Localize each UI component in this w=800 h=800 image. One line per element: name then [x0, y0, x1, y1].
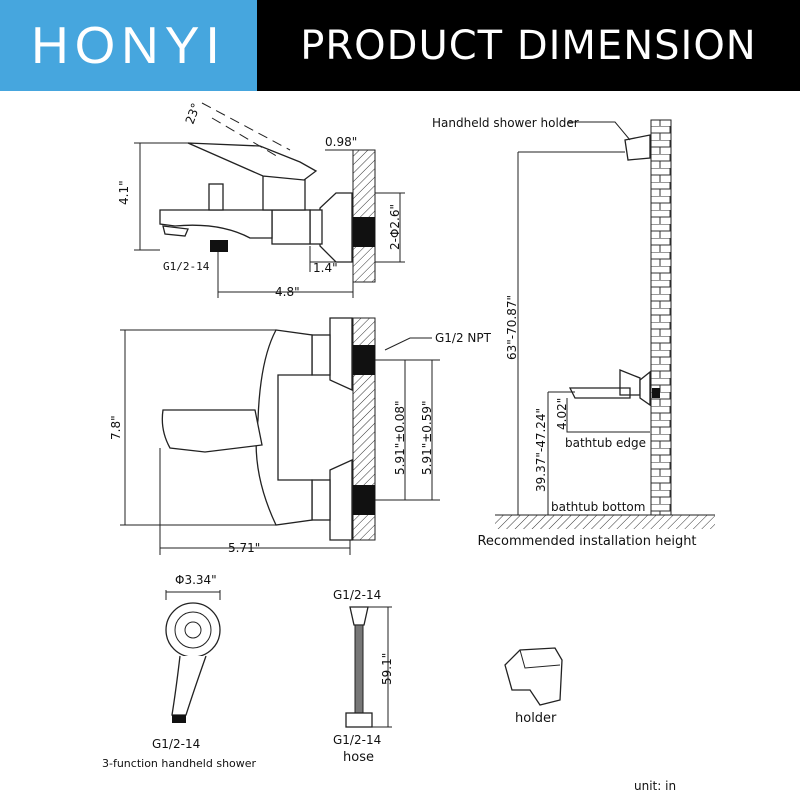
hose-thread-top: G1/2-14: [333, 588, 381, 602]
hose-length-label: 59.1": [380, 653, 394, 685]
dim-offset: [309, 246, 353, 272]
width-label: 5.71": [228, 541, 260, 555]
side-view: 23° 0.98" 4.1" 2-Φ2.6" G1/2-14 1.4" 4.8": [117, 101, 405, 299]
hose-caption: hose: [343, 750, 374, 765]
dim-height: [134, 142, 188, 251]
center-distance-2: 5.91"±0.59": [420, 400, 434, 475]
installation-caption: Recommended installation height: [477, 534, 696, 549]
dim-lines-front: [120, 329, 351, 555]
lever-handle: [187, 142, 318, 181]
hose: G1/2-14 59.1" G1/2-14 hose: [333, 588, 394, 765]
shower-head: [165, 602, 221, 658]
edge-gap-label: 4.02": [555, 398, 569, 430]
shower-diameter-label: Φ3.34": [175, 573, 217, 587]
front-height-label: 7.8": [109, 415, 123, 440]
center-distance-1: 5.91"±0.08": [393, 400, 407, 475]
bathtub-bottom-label: bathtub bottom: [551, 500, 645, 514]
spout-tip: [162, 225, 189, 237]
outlet-thread-label: G1/2-14: [163, 260, 210, 273]
dim-wall: [325, 149, 405, 263]
offset-label: 1.4": [313, 261, 338, 275]
inlet-bottom: [353, 485, 375, 515]
spout: [159, 209, 273, 239]
inlet-thread-label: G1/2 NPT: [435, 331, 492, 345]
nut-top: [311, 334, 331, 376]
faucet-height-label: 39.37"-47.24": [534, 408, 548, 492]
hose-top-fitting: [349, 606, 369, 626]
hex-nut: [309, 209, 323, 245]
thread-dia-label: 2-Φ2.6": [388, 204, 402, 250]
hose-thread-bottom: G1/2-14: [333, 733, 381, 747]
wall-section: [352, 149, 376, 283]
inlet-top: [353, 345, 375, 375]
wall-plate-label: 0.98": [325, 135, 357, 149]
installation-diagram: Handheld shower holder 63"-70.87" 4.02" …: [432, 116, 715, 549]
flanges: [329, 317, 353, 541]
body-front: [255, 329, 313, 526]
nut-bottom: [311, 479, 331, 521]
faucet-install: [568, 369, 641, 399]
cartridge-body: [262, 175, 306, 211]
holder-height-label: 63"-70.87": [505, 295, 519, 360]
dim-depth: [217, 252, 354, 298]
dim-faucet-height: [547, 391, 650, 515]
body-block: [271, 209, 311, 245]
hose-bottom-fitting: [345, 712, 373, 728]
wall-thread: [353, 217, 375, 247]
brand-logo: HONYI: [0, 0, 257, 91]
shower-caption: 3-function handheld shower: [102, 757, 257, 770]
dim-centers: [375, 337, 440, 501]
holder-leader: [568, 121, 631, 141]
holder-label: Handheld shower holder: [432, 116, 579, 130]
floor: [495, 515, 715, 529]
angle-label: 23°: [183, 101, 203, 126]
height-label: 4.1": [117, 180, 131, 205]
handheld-shower: Φ3.34" G1/2-14 3-function handheld showe…: [102, 573, 257, 770]
shower-thread-label: G1/2-14: [152, 737, 200, 751]
wall-flange: [319, 192, 353, 263]
brick-wall: [650, 119, 672, 516]
dim-holder-height: [517, 151, 625, 515]
depth-label: 4.8": [275, 285, 300, 299]
page-title: PRODUCT DIMENSION: [257, 0, 800, 91]
front-view: G1/2 NPT 7.8" 5.91"±0.08" 5.91"±0.59" 5.…: [109, 317, 492, 555]
unit-label: unit: in: [634, 779, 676, 793]
shower-handle: [171, 655, 207, 716]
diverter-knob: [208, 183, 224, 211]
holder-caption: holder: [515, 711, 557, 726]
holder-icon: [504, 647, 563, 706]
hose-body: [354, 624, 364, 714]
holder: holder: [504, 647, 563, 726]
bathtub-edge-label: bathtub edge: [565, 436, 646, 450]
lever-raised-outline: [201, 102, 291, 159]
outlet-thread: [210, 240, 228, 252]
handle-front: [161, 409, 263, 453]
shower-holder-wall: [624, 134, 651, 161]
